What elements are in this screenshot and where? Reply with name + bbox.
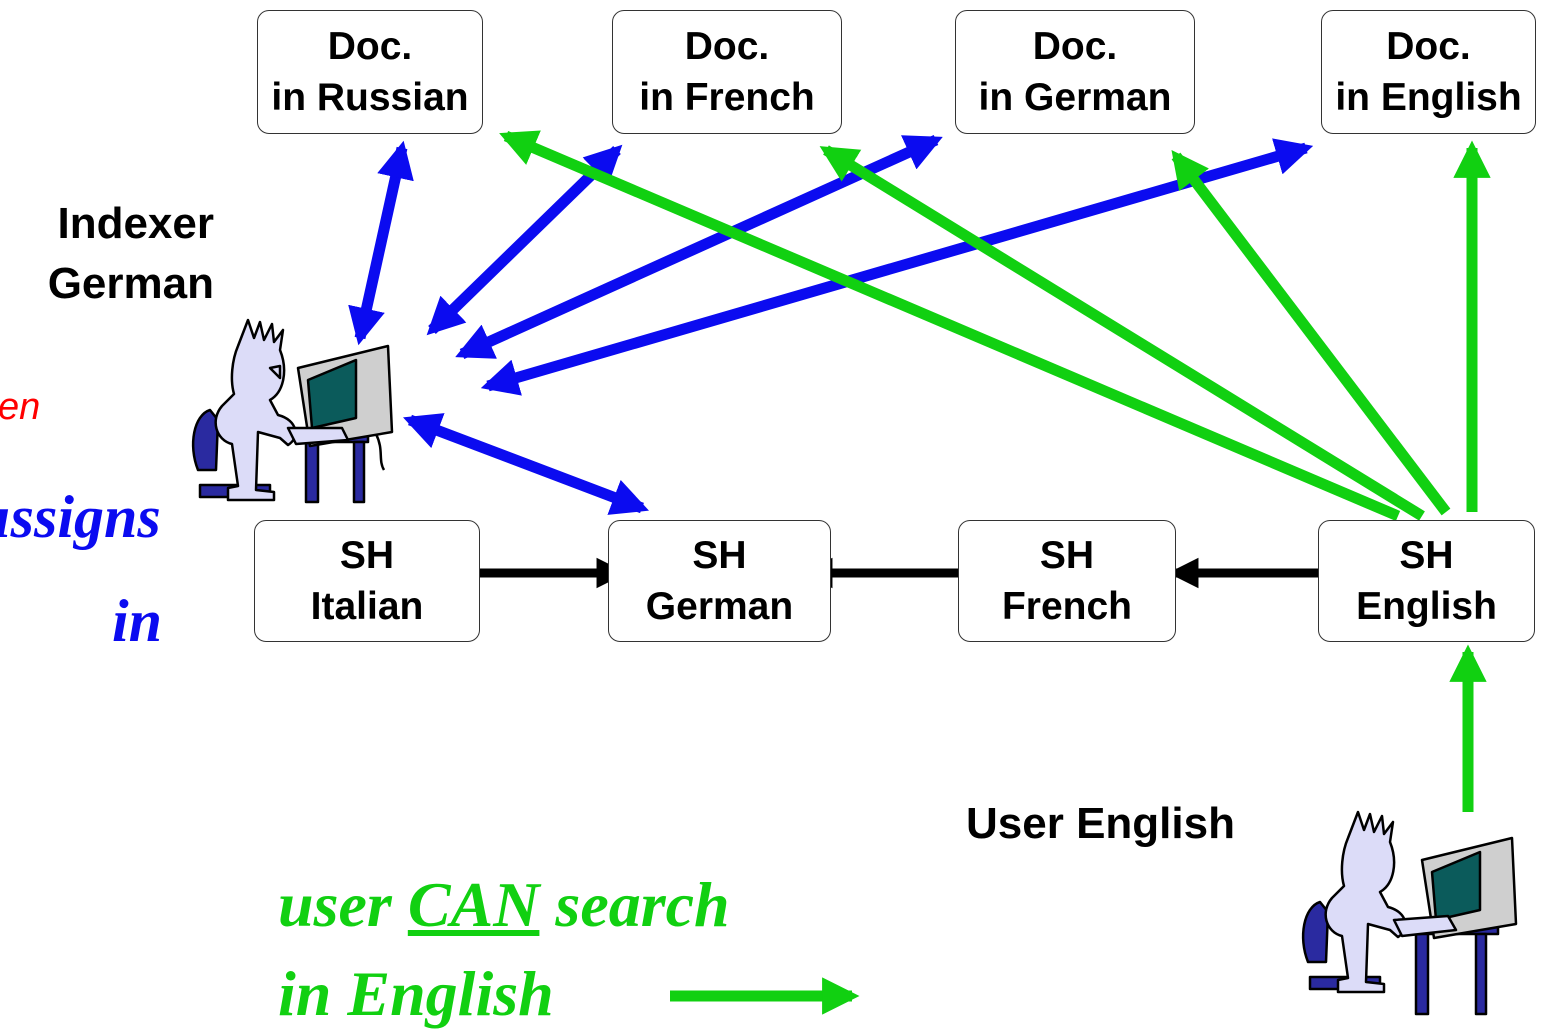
indexer-label: Indexer German [18, 194, 214, 314]
arrow-indexer-doc-russian [348, 140, 414, 346]
indexer-label-line1: Indexer [57, 199, 214, 248]
doc-box-line2: in German [978, 76, 1172, 119]
sh-box-french: SH French [958, 520, 1176, 642]
doc-box-french: Doc. in French [612, 10, 842, 134]
sh-box-german: SH German [608, 520, 831, 642]
sh-box-line2: French [1001, 585, 1133, 628]
caption-line1: user CAN search [278, 866, 730, 944]
sh-box-line2: German [645, 585, 794, 628]
doc-box-line2: in Russian [271, 76, 469, 119]
user-search-arrows [499, 130, 1491, 1015]
sh-box-line1: SH [1039, 533, 1095, 577]
sh-box-line1: SH [339, 533, 395, 577]
arrow-indexer-doc-english [480, 138, 1314, 396]
sh-box-line1: SH [1399, 533, 1454, 577]
cut-blue-text-line1: ıssigns [0, 484, 161, 550]
sh-box-english: SH English [1318, 520, 1535, 642]
doc-box-line2: in French [639, 76, 815, 119]
caption-line2: in English [278, 958, 554, 1029]
caption-emph: CAN [407, 869, 540, 940]
indexer-label-line2: German [47, 259, 214, 308]
doc-box-line2: in English [1335, 76, 1522, 119]
doc-box-russian: Doc. in Russian [257, 10, 483, 134]
indexer-arrows [348, 134, 1314, 515]
doc-box-line1: Doc. [1386, 24, 1471, 68]
arrow-indexer-sh-german [403, 413, 649, 515]
sh-box-line2: Italian [310, 585, 424, 628]
doc-box-line1: Doc. [327, 24, 413, 68]
person-at-computer-icon [1301, 810, 1518, 1016]
caption-prefix: user [278, 869, 408, 940]
person-at-computer-icon [191, 318, 394, 504]
cut-blue-text-line2: in [112, 588, 163, 654]
doc-box-german: Doc. in German [955, 10, 1195, 134]
user-label: User English [966, 799, 1235, 848]
arrow-sh-english-doc-russian [499, 130, 1401, 522]
sh-box-line2: English [1356, 585, 1497, 628]
doc-box-line1: Doc. [684, 24, 770, 68]
sh-box-line1: SH [692, 533, 747, 577]
cut-red-text: en [0, 386, 41, 428]
sh-box-italian: SH Italian [254, 520, 480, 642]
caption-suffix: search [539, 869, 730, 940]
doc-box-line1: Doc. [1032, 24, 1118, 68]
arrow-sh-english-doc-german [1171, 150, 1451, 516]
doc-box-english: Doc. in English [1321, 10, 1536, 134]
arrow-sh-english-doc-french [819, 145, 1425, 521]
